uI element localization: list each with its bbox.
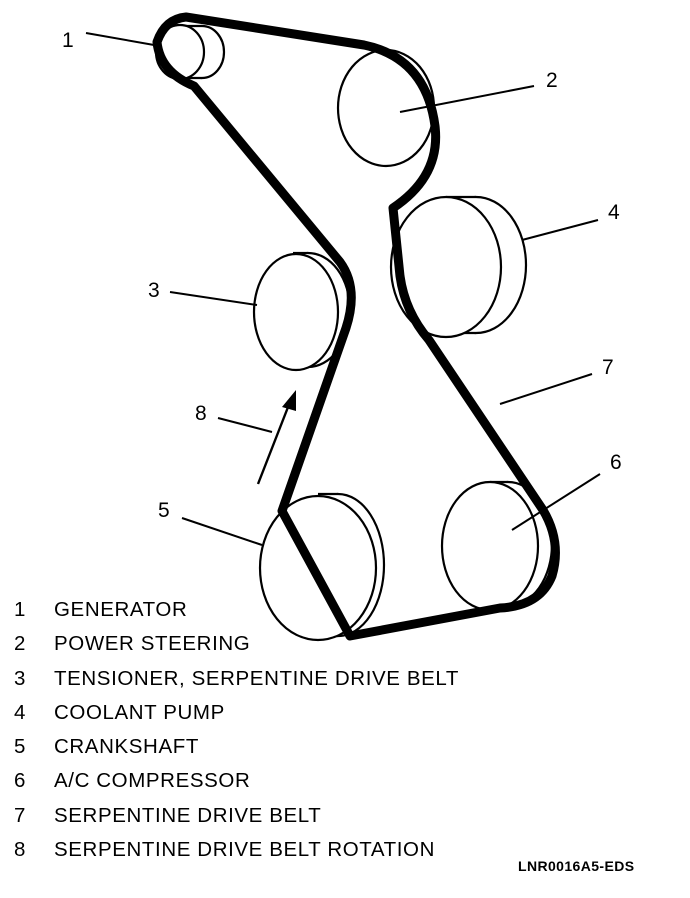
- callout-5: 5: [158, 499, 170, 522]
- legend-item-coolant-pump: 4 COOLANT PUMP: [14, 701, 459, 735]
- legend-number: 4: [14, 700, 27, 724]
- legend-item-ac-compressor: 6 A/C COMPRESSOR: [14, 769, 459, 803]
- callout-8: 8: [195, 402, 207, 425]
- callout-4: 4: [608, 201, 620, 224]
- leader-line-5: [181, 517, 263, 546]
- legend-number: 2: [14, 632, 27, 656]
- legend-label: GENERATOR: [54, 598, 188, 621]
- callout-7: 7: [602, 356, 614, 379]
- legend-label: POWER STEERING: [54, 632, 251, 656]
- callout-3: 3: [148, 279, 160, 302]
- callout-1: 1: [62, 29, 74, 52]
- legend-number: 8: [14, 838, 27, 862]
- leader-line-4: [521, 219, 599, 241]
- belt-rotation-arrow: [256, 390, 296, 485]
- legend-label: SERPENTINE DRIVE BELT: [54, 803, 322, 827]
- leader-line-2: [399, 85, 535, 113]
- legend-item-belt-rotation: 8 SERPENTINE DRIVE BELT ROTATION: [14, 838, 459, 872]
- legend-item-serpentine-belt: 7 SERPENTINE DRIVE BELT: [14, 804, 459, 838]
- leader-line-1: [85, 32, 155, 46]
- legend-item-tensioner: 3 TENSIONER, SERPENTINE DRIVE BELT: [14, 667, 459, 701]
- legend: 1 GENERATOR 2 POWER STEERING 3 TENSIONER…: [14, 598, 459, 872]
- legend-label: CRANKSHAFT: [54, 735, 199, 759]
- legend-label: COOLANT PUMP: [54, 700, 225, 724]
- serpentine-belt: [152, 12, 560, 641]
- leader-line-7: [499, 373, 593, 405]
- legend-number: 5: [14, 735, 27, 759]
- leader-line-6: [511, 473, 601, 531]
- leader-line-3: [169, 291, 258, 306]
- legend-number: 6: [14, 769, 27, 793]
- legend-item-crankshaft: 5 CRANKSHAFT: [14, 735, 459, 769]
- legend-item-generator: 1 GENERATOR: [14, 598, 459, 632]
- coolant-pump-pulley: [389, 195, 528, 339]
- callout-2: 2: [546, 69, 558, 92]
- legend-item-power-steering: 2 POWER STEERING: [14, 632, 459, 666]
- legend-label: A/C COMPRESSOR: [54, 769, 251, 793]
- callout-6: 6: [610, 451, 622, 474]
- legend-label: SERPENTINE DRIVE BELT ROTATION: [54, 838, 435, 862]
- leader-line-8: [217, 417, 273, 433]
- tensioner-pulley: [252, 251, 352, 372]
- legend-number: 7: [14, 803, 27, 827]
- legend-number: 1: [14, 598, 27, 621]
- legend-label: TENSIONER, SERPENTINE DRIVE BELT: [54, 666, 459, 690]
- legend-number: 3: [14, 666, 27, 690]
- figure-code: LNR0016A5-EDS: [518, 858, 635, 874]
- ac-compressor-pulley: [440, 480, 554, 612]
